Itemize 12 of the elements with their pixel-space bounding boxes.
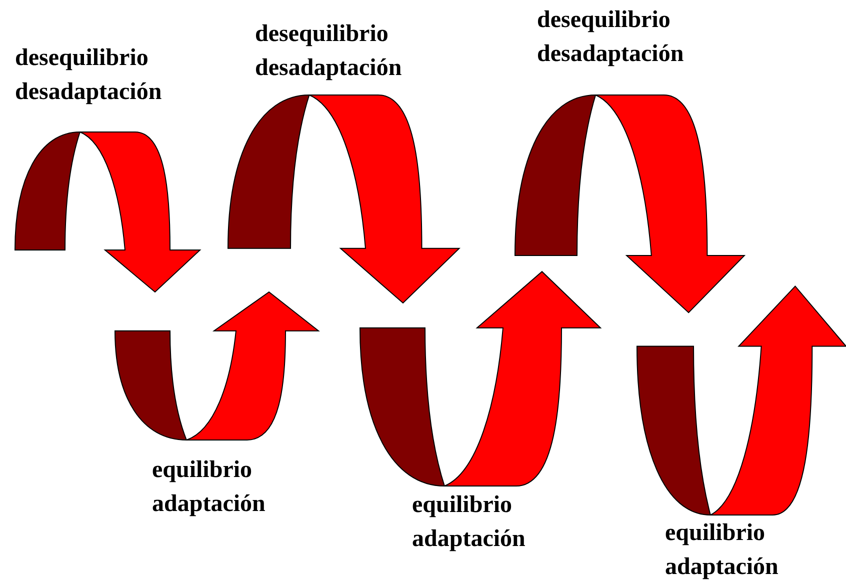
state-label: desadaptación xyxy=(255,54,402,82)
state-label: equilibrio xyxy=(412,491,512,519)
state-label: desadaptación xyxy=(537,40,684,68)
state-label: adaptación xyxy=(152,490,266,518)
state-label: equilibrio xyxy=(665,519,766,547)
state-label: equilibrio xyxy=(152,456,252,484)
state-label: desequilibrio xyxy=(537,6,670,34)
state-label: desequilibrio xyxy=(15,44,148,72)
state-label: adaptación xyxy=(665,553,778,581)
state-label: desadaptación xyxy=(15,78,162,106)
state-label: desequilibrio xyxy=(255,20,388,48)
state-label: adaptación xyxy=(412,525,526,553)
